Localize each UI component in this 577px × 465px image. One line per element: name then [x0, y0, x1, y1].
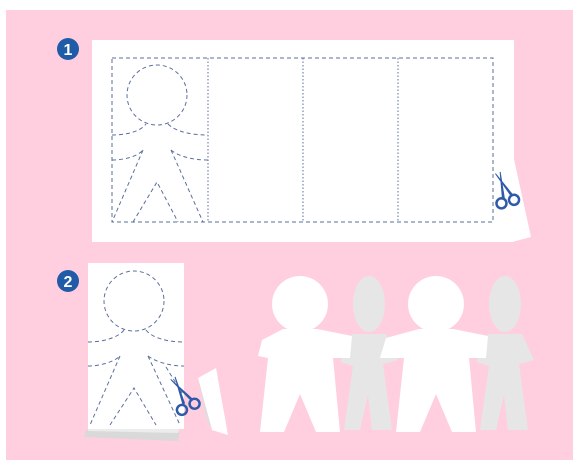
step-2-badge: 2 [57, 270, 79, 292]
step-1-number: 1 [64, 42, 73, 59]
folded-paper-stack [84, 263, 228, 441]
folded-paper-strip [92, 40, 531, 242]
paper-doll-chain-icon [258, 276, 534, 432]
step-1-badge: 1 [57, 38, 79, 60]
step-2-number: 2 [64, 274, 73, 291]
